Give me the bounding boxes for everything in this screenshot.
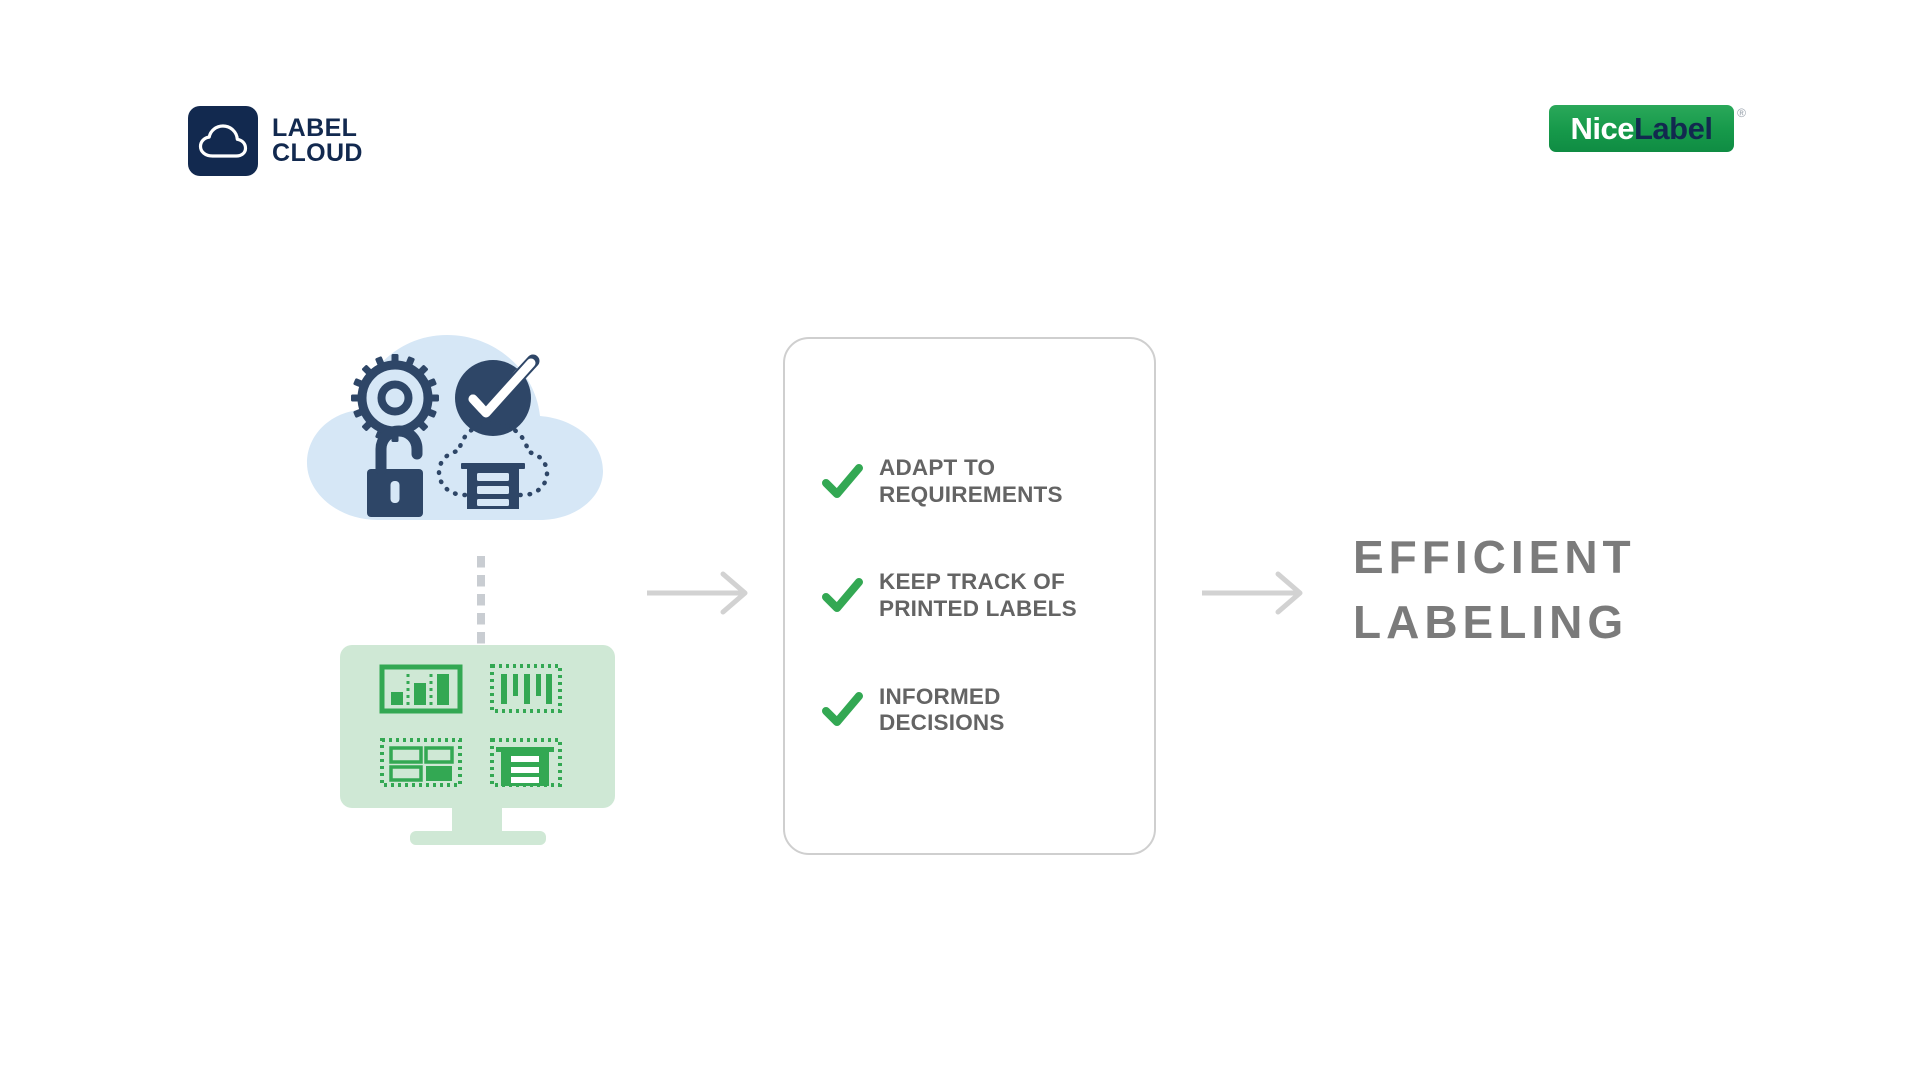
cloud-graphic: [307, 335, 603, 520]
labelcloud-logo: LABEL CLOUD: [188, 106, 363, 176]
arrow-right-icon: [647, 571, 748, 615]
list-item: INFORMED DECISIONS: [821, 684, 1154, 737]
label-print-icon: [490, 738, 562, 787]
check-icon: [822, 578, 863, 612]
check-circle-icon: [455, 354, 540, 436]
benefits-list: ADAPT TO REQUIREMENTS KEEP TRACK OF PRIN…: [785, 455, 1154, 736]
monitor-graphic: [340, 645, 615, 845]
benefit-label: KEEP TRACK OF PRINTED LABELS: [879, 569, 1077, 621]
nicelabel-wordmark: NiceLabel: [1571, 113, 1713, 144]
arrow-cloud-to-benefits: [645, 570, 755, 616]
benefit-label: ADAPT TO REQUIREMENTS: [879, 455, 1063, 507]
label-layout-icon: [380, 738, 462, 787]
registered-trademark-icon: ®: [1737, 106, 1746, 120]
label-cloud-platform: [295, 295, 645, 560]
nicelabel-wordmark-nice: Nice: [1570, 111, 1635, 146]
unlock-icon: [367, 425, 423, 517]
nicelabel-logo: NiceLabel ®: [1549, 105, 1746, 152]
list-item: ADAPT TO REQUIREMENTS: [821, 455, 1154, 508]
result-headline: EFFICIENT LABELING: [1353, 531, 1636, 649]
arrow-benefits-to-result: [1200, 570, 1310, 616]
dashed-connector: [477, 556, 485, 652]
list-item: KEEP TRACK OF PRINTED LABELS: [821, 569, 1154, 622]
cloud-label-icon: [436, 420, 550, 509]
arrow-right-icon: [1202, 571, 1303, 615]
barcode-icon: [490, 664, 562, 713]
nicelabel-wordmark-label: Label: [1634, 111, 1713, 146]
labelcloud-logo-mark: [188, 106, 258, 176]
monitor-stand-base: [410, 831, 546, 845]
label-design-monitor: [340, 645, 615, 860]
benefit-label: INFORMED DECISIONS: [879, 683, 1005, 736]
nicelabel-logo-plate: NiceLabel: [1549, 105, 1734, 152]
check-icon: [822, 463, 863, 498]
check-icon: [822, 692, 863, 727]
benefits-card: ADAPT TO REQUIREMENTS KEEP TRACK OF PRIN…: [783, 337, 1156, 855]
labelcloud-wordmark: LABEL CLOUD: [272, 113, 363, 167]
cloud-icon: [198, 124, 248, 158]
bar-chart-icon: [379, 664, 463, 714]
